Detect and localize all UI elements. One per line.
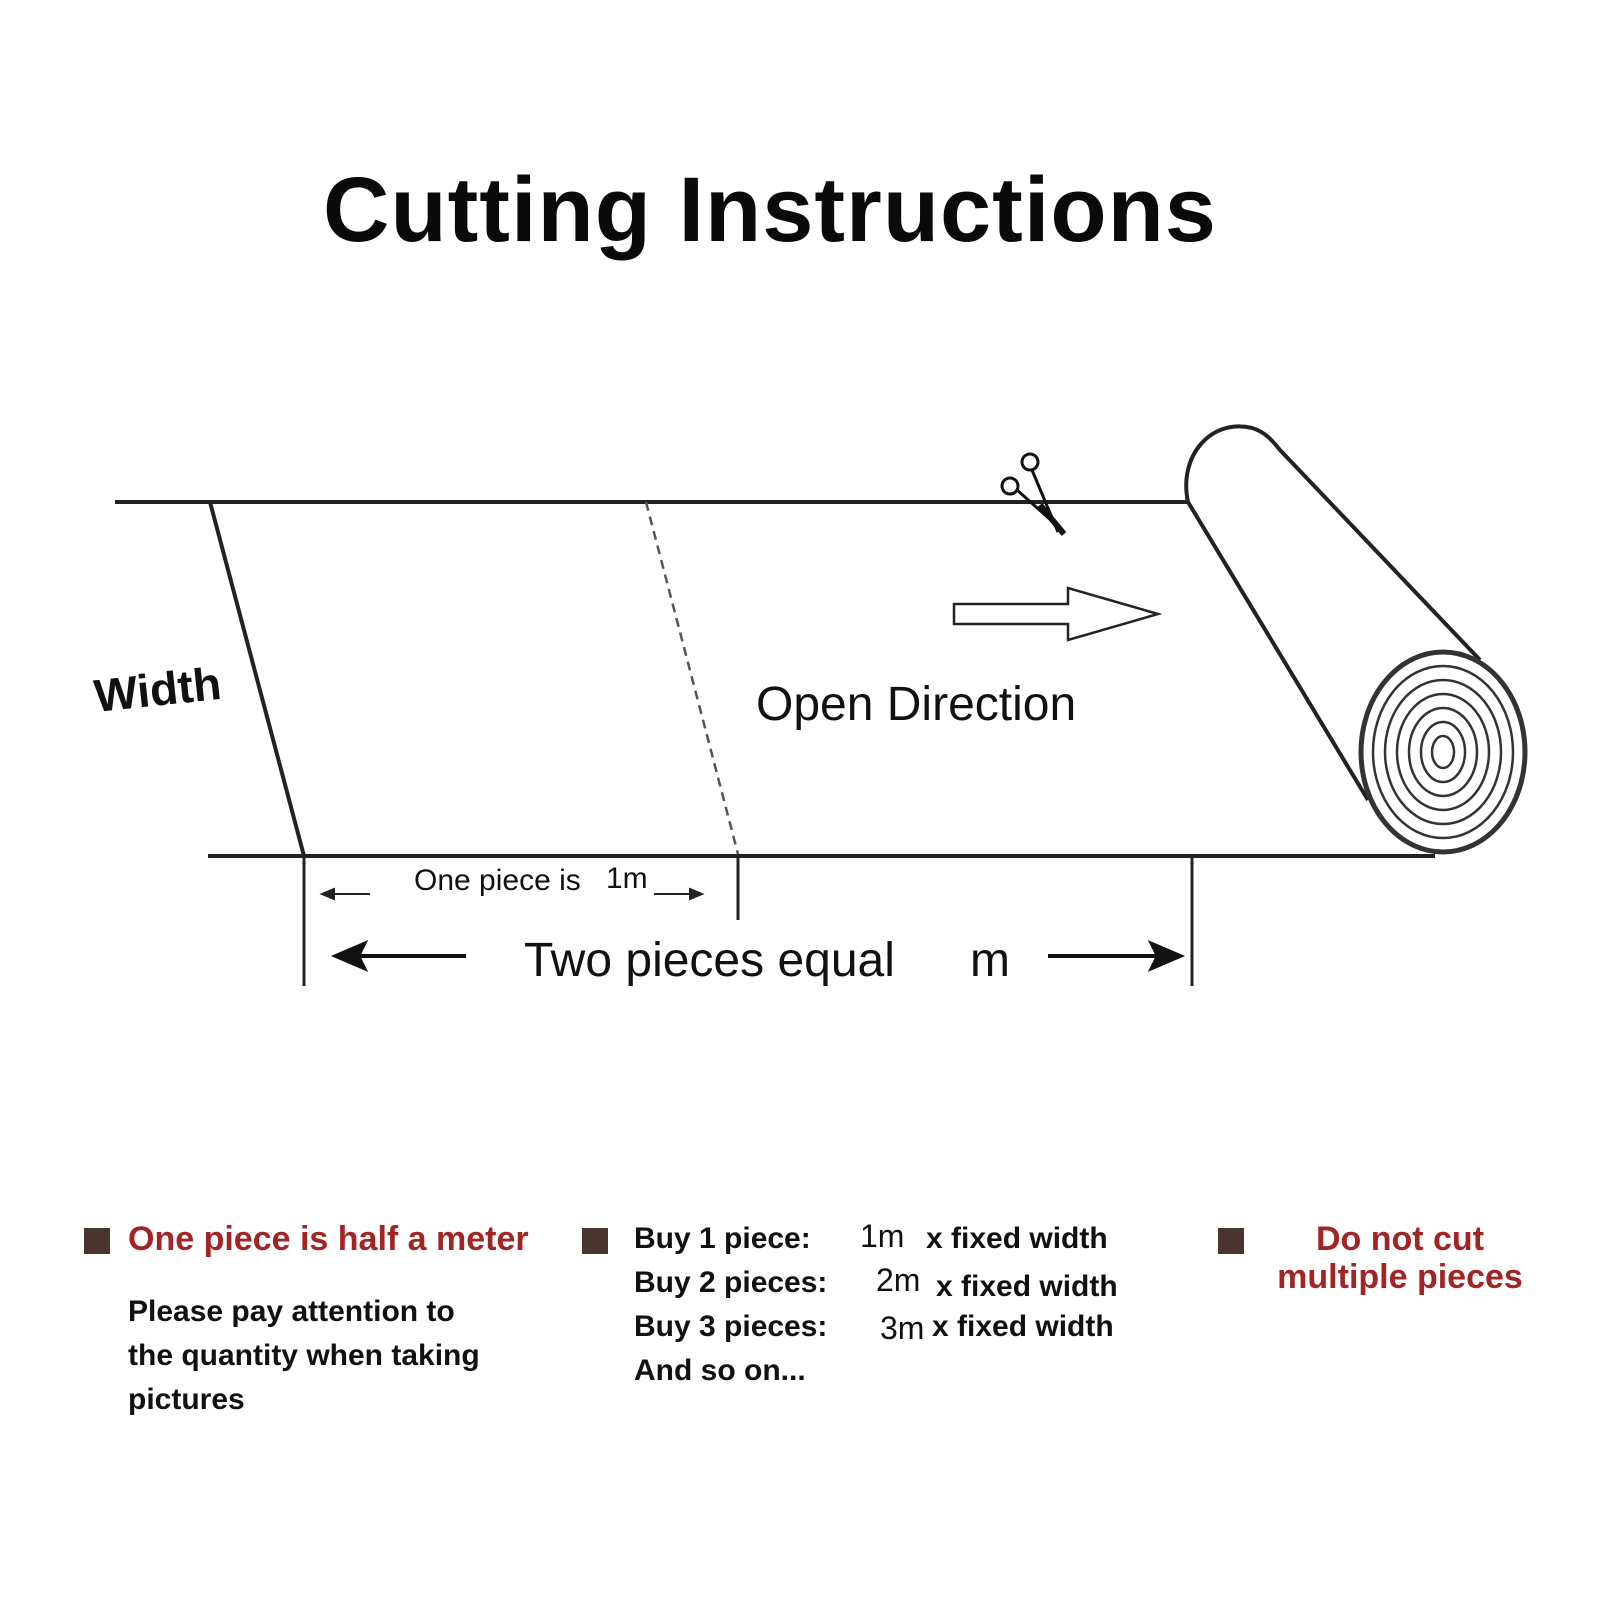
two-pieces-left-arrow-icon [330, 940, 466, 972]
one-piece-right-arrow-icon [654, 887, 705, 901]
sheet-left-slant [208, 501, 306, 857]
page-title: Cutting Instructions [323, 159, 1217, 261]
one-piece-left-arrow-icon [319, 887, 370, 901]
scissors-icon [1000, 452, 1067, 536]
cut-dashed-line [644, 501, 740, 855]
left-note-line: the quantity when taking [128, 1339, 480, 1372]
left-note-line: pictures [128, 1383, 245, 1416]
roll-end-rings [1358, 649, 1528, 855]
and-so-on-text: And so on... [634, 1354, 806, 1387]
one-piece-value: 1m [606, 862, 648, 895]
right-note-warning: Do not cut multiple pieces [1230, 1220, 1570, 1296]
right-note-bullet [1218, 1228, 1244, 1254]
right-note-line-2: multiple pieces [1277, 1258, 1523, 1296]
buy-row-value: 2m [876, 1262, 921, 1298]
buy-row-value: 1m [860, 1218, 905, 1254]
width-label: Width [92, 657, 224, 722]
buy-row-label: Buy 2 pieces: [634, 1266, 828, 1299]
buy-row-label: Buy 3 pieces: [634, 1310, 828, 1343]
buy-row-suffix: x fixed width [936, 1270, 1118, 1303]
middle-note-bullet [582, 1228, 608, 1254]
left-note-body: Please pay attention to the quantity whe… [128, 1290, 548, 1422]
buy-row-suffix: x fixed width [932, 1310, 1114, 1343]
buy-row-suffix: x fixed width [926, 1222, 1108, 1255]
left-note-heading: One piece is half a meter [128, 1220, 529, 1258]
open-direction-arrow-icon [952, 586, 1163, 642]
buy-row-value: 3m [880, 1310, 925, 1346]
two-pieces-right-arrow-icon [1048, 940, 1186, 972]
roll-body [1184, 424, 1482, 662]
one-piece-label: One piece is [414, 864, 581, 897]
right-note-line-1: Do not cut [1315, 1220, 1485, 1258]
left-note-line: Please pay attention to [128, 1295, 455, 1328]
roll-front-edge [1186, 500, 1370, 802]
buy-row-label: Buy 1 piece: [634, 1222, 811, 1255]
two-pieces-label: Two pieces equal [524, 934, 895, 987]
two-pieces-unit: m [970, 934, 1010, 987]
open-direction-label: Open Direction [756, 678, 1076, 731]
left-note-bullet [84, 1228, 110, 1254]
